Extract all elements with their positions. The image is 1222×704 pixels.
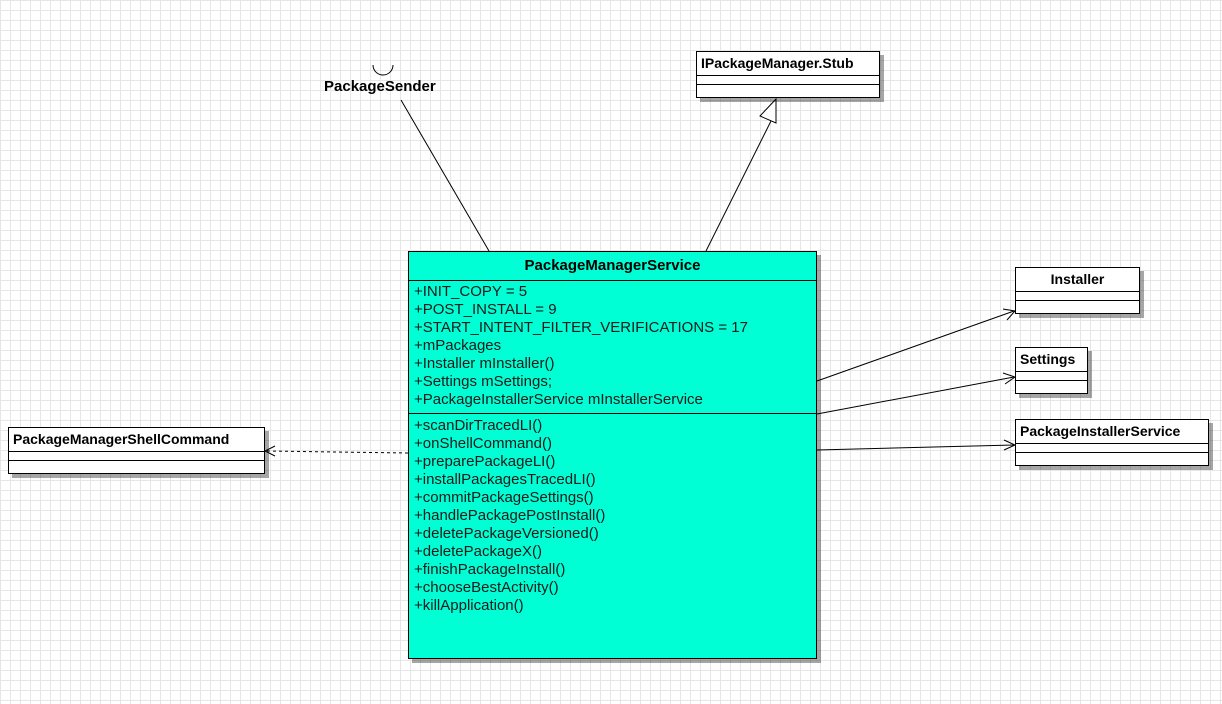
attributes-compartment xyxy=(697,76,879,85)
operations-compartment: +scanDirTracedLI() +onShellCommand() +pr… xyxy=(409,414,816,615)
class-package-manager-service[interactable]: PackageManagerService +INIT_COPY = 5 +PO… xyxy=(408,251,817,659)
dependency-arrowhead xyxy=(263,445,276,457)
class-package-manager-shell-command[interactable]: PackageManagerShellCommand xyxy=(8,427,265,474)
operations-compartment xyxy=(9,461,264,470)
operation[interactable]: +killApplication() xyxy=(414,597,524,614)
package-sender-interface-label[interactable]: PackageSender xyxy=(324,78,436,95)
attributes-compartment xyxy=(9,452,264,461)
edge-association-installer-service xyxy=(816,444,1015,451)
attribute[interactable]: +Settings mSettings; xyxy=(414,373,552,390)
required-interface-socket xyxy=(372,64,394,76)
attribute[interactable]: +PackageInstallerService mInstallerServi… xyxy=(414,391,703,408)
attribute[interactable]: +POST_INSTALL = 9 xyxy=(414,301,557,318)
edge-package-sender xyxy=(400,99,490,252)
edge-association-installer xyxy=(816,310,1015,382)
class-name: PackageManagerService xyxy=(409,252,816,281)
attributes-compartment xyxy=(1016,292,1139,301)
class-installer[interactable]: Installer xyxy=(1015,267,1140,314)
generalization-arrowhead xyxy=(759,97,777,124)
edge-generalization xyxy=(705,120,772,252)
operations-compartment xyxy=(1016,453,1208,462)
attribute[interactable]: +INIT_COPY = 5 xyxy=(414,283,528,300)
operation[interactable]: +handlePackagePostInstall() xyxy=(414,507,606,524)
operations-compartment xyxy=(1016,381,1087,390)
attribute[interactable]: +Installer mInstaller() xyxy=(414,355,555,372)
operation[interactable]: +chooseBestActivity() xyxy=(414,579,559,596)
operation[interactable]: +commitPackageSettings() xyxy=(414,489,594,506)
class-name: PackageInstallerService xyxy=(1016,420,1208,444)
class-name: Installer xyxy=(1016,268,1139,292)
operations-compartment xyxy=(697,85,879,94)
attributes-compartment xyxy=(1016,444,1208,453)
operation[interactable]: +installPackagesTracedLI() xyxy=(414,471,596,488)
operations-compartment xyxy=(1016,301,1139,310)
operation[interactable]: +finishPackageInstall() xyxy=(414,561,566,578)
operation[interactable]: +onShellCommand() xyxy=(414,435,552,452)
class-name: Settings xyxy=(1016,348,1087,372)
edge-association-settings xyxy=(816,376,1015,415)
class-package-installer-service[interactable]: PackageInstallerService xyxy=(1015,419,1209,466)
class-settings[interactable]: Settings xyxy=(1015,347,1088,394)
operation[interactable]: +deletePackageVersioned() xyxy=(414,525,599,542)
operation[interactable]: +scanDirTracedLI() xyxy=(414,417,543,434)
class-ipackagemanager-stub[interactable]: IPackageManager.Stub xyxy=(696,51,880,98)
attributes-compartment xyxy=(1016,372,1087,381)
edge-dependency xyxy=(265,450,409,454)
operation[interactable]: +preparePackageLI() xyxy=(414,453,556,470)
attribute[interactable]: +START_INTENT_FILTER_VERIFICATIONS = 17 xyxy=(414,319,748,336)
class-name: PackageManagerShellCommand xyxy=(9,428,264,452)
operation[interactable]: +deletePackageX() xyxy=(414,543,542,560)
attribute[interactable]: +mPackages xyxy=(414,337,502,354)
class-name: IPackageManager.Stub xyxy=(697,52,879,76)
attributes-compartment: +INIT_COPY = 5 +POST_INSTALL = 9 +START_… xyxy=(409,281,816,414)
